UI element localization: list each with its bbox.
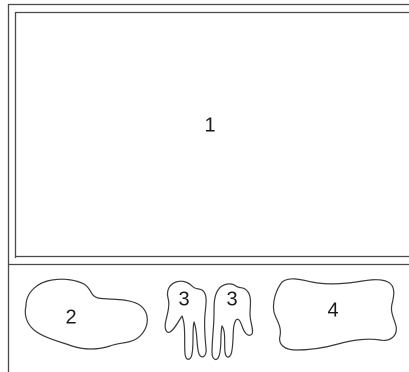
- shape-3b-label: 3: [226, 288, 237, 310]
- shape-2-outline: [25, 279, 147, 349]
- shape-3a: 3: [165, 281, 206, 359]
- shape-4-label: 4: [327, 299, 338, 321]
- shape-2: 2: [25, 279, 147, 349]
- shape-2-label: 2: [65, 306, 76, 328]
- panel-label: 1: [204, 114, 215, 136]
- shape-4: 4: [273, 279, 396, 350]
- panel-region: 1: [8, 12, 409, 265]
- shape-3b: 3: [212, 284, 253, 360]
- shape-3a-label: 3: [178, 288, 189, 310]
